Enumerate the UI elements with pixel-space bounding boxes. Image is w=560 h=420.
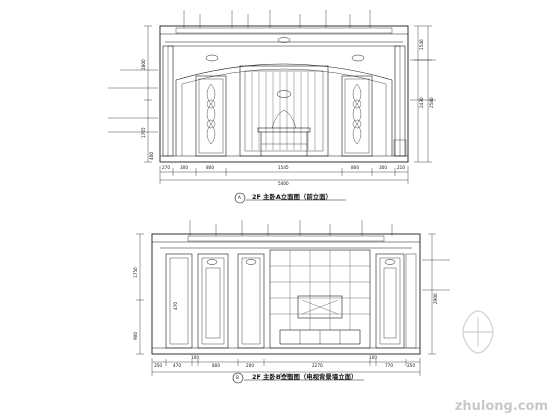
lower-dim-bottom: 470: [173, 363, 181, 368]
upper-elevation-drawing: [159, 25, 409, 163]
lower-elevation-marker: B: [236, 375, 239, 380]
lower-dim-bottom: 100: [191, 355, 199, 360]
upper-elevation-title: 2F 主卧A立面图（前立面）: [252, 193, 332, 201]
upper-dim-bottom: 210: [397, 165, 405, 170]
lower-dim-bottom: 2270: [312, 363, 323, 368]
upper-dim-left: 2800: [141, 59, 146, 70]
upper-dim-bottom: 1545: [278, 165, 289, 170]
upper-dim-left: 1765: [141, 127, 146, 138]
upper-dim-bottom: 300: [379, 165, 387, 170]
lower-dim-bottom: 350: [154, 363, 162, 368]
upper-dim-bottom: 300: [180, 165, 188, 170]
upper-dim-bottom: 800: [206, 165, 214, 170]
upper-dim-left: 400: [149, 152, 154, 160]
upper-dim-total: 5400: [278, 181, 289, 186]
watermark-logo-icon: [462, 310, 494, 354]
lower-dim-bottom: 800: [212, 363, 220, 368]
lower-dim-left: 470: [173, 302, 178, 310]
watermark-text: zhulong.com: [454, 399, 548, 414]
upper-dimension-lines: [108, 10, 436, 184]
upper-dim-right: 1540: [419, 39, 424, 50]
lower-dim-bottom: 100: [369, 355, 377, 360]
upper-elevation-marker: A: [238, 195, 241, 200]
lower-dim-bottom: 770: [385, 363, 393, 368]
upper-dim-bottom: 270: [162, 165, 170, 170]
lower-dim-bottom: 200: [246, 363, 254, 368]
lower-dim-left: 1750: [133, 267, 138, 278]
upper-title-marker: [234, 192, 346, 204]
lower-dim-bottom: 250: [407, 363, 415, 368]
lower-dimension-lines: [136, 220, 450, 376]
lower-elevation-drawing: [151, 233, 421, 355]
lower-dim-left: 900: [133, 332, 138, 340]
lower-title-marker: [232, 372, 364, 384]
lower-dim-total: 5800: [280, 373, 291, 378]
upper-dim-right: 2430: [419, 97, 424, 108]
lower-elevation-title: 2F 主卧B立面图（电视背景墙立面）: [252, 373, 358, 381]
upper-dim-bottom: 800: [351, 165, 359, 170]
upper-dim-right: 2580: [429, 97, 434, 108]
lower-dim-right: 2900: [433, 293, 438, 304]
